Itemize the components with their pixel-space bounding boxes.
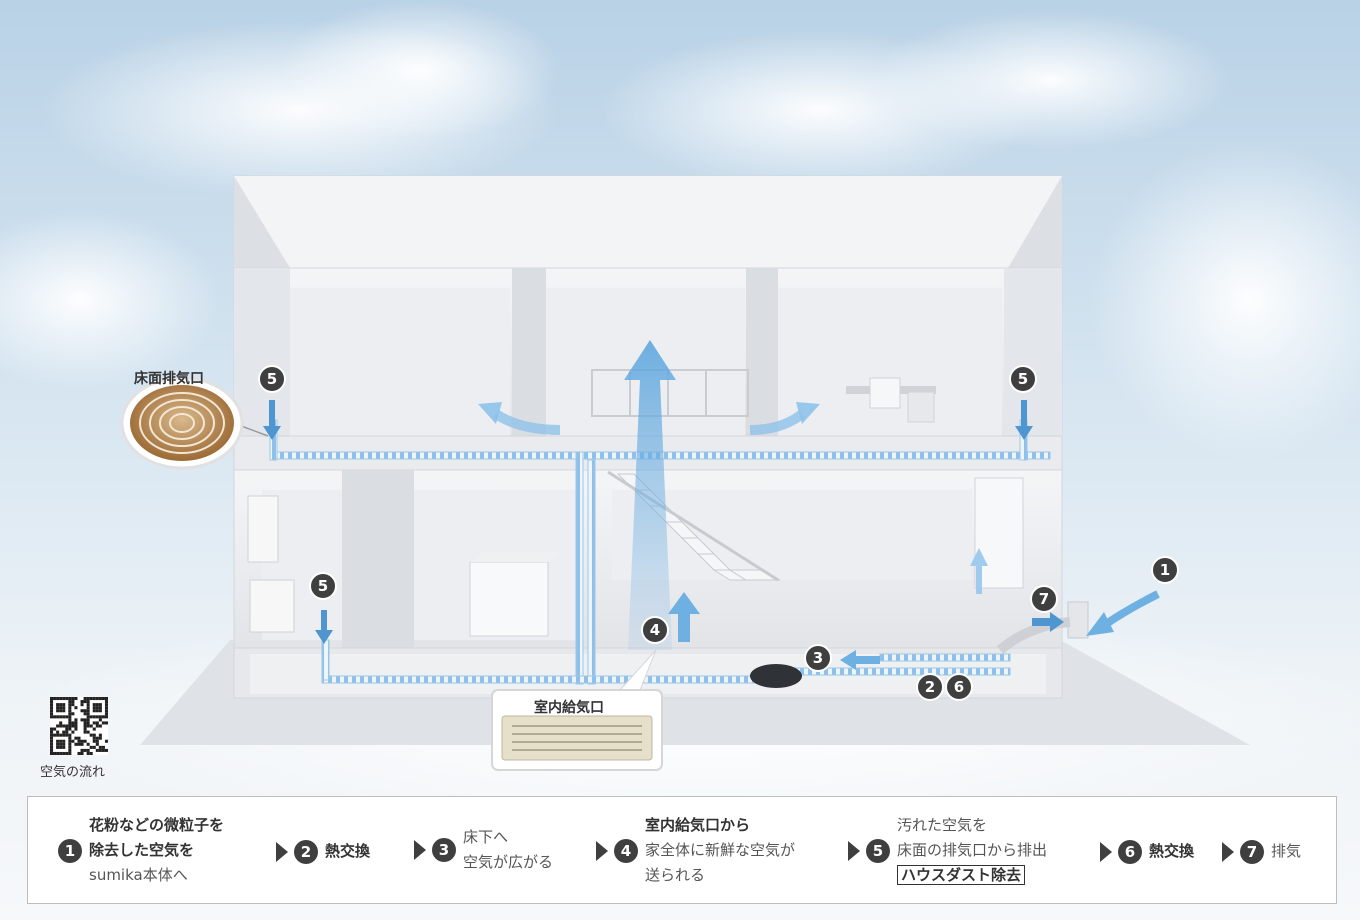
step-6: 6 熱交換 — [1100, 839, 1194, 864]
step-7-line-1: 排気 — [1271, 842, 1302, 860]
step-5-line-1: 汚れた空気を — [897, 816, 988, 834]
step-4-number: 4 — [614, 838, 638, 863]
step-1-line-3: sumika本体へ — [89, 866, 188, 884]
floor-exhaust-callout — [120, 376, 269, 470]
indoor-supply-callout — [491, 649, 663, 771]
play-arrow-icon — [596, 840, 608, 861]
indoor-supply-grille — [501, 715, 653, 761]
step-marker-5: 5 — [267, 370, 277, 388]
step-marker-6: 6 — [954, 678, 964, 696]
step-marker-2: 2 — [925, 678, 935, 696]
step-marker-3-circle — [804, 644, 832, 672]
step-2-number: 2 — [294, 839, 318, 864]
rising-air-beam — [624, 340, 676, 650]
step-3-number: 3 — [432, 838, 456, 862]
spread-left-arrow — [493, 409, 561, 435]
qr-code[interactable] — [50, 697, 108, 755]
step-3-line-1: 床下へ — [463, 828, 509, 846]
step-markers: 1 2 3 4 5 5 5 6 7 — [258, 365, 1179, 701]
exhaust-down-arrow-lower — [315, 610, 333, 644]
step-marker-5: 5 — [318, 577, 328, 595]
crawlspace-left-arrow — [840, 650, 880, 670]
step-marker-6-circle — [945, 673, 973, 701]
step-3-line-2: 空気が広がる — [463, 853, 554, 871]
step-3: 3 床下へ 空気が広がる — [414, 825, 553, 875]
exhaust-out-arrow — [1032, 612, 1064, 632]
play-arrow-icon — [276, 841, 288, 862]
step-marker-1-circle — [1151, 556, 1179, 584]
step-marker-5-circle — [1009, 365, 1037, 393]
step-4-line-2: 家全体に新鮮な空気が — [645, 841, 796, 859]
step-marker-4: 4 — [650, 621, 660, 639]
airflow-arrows — [263, 340, 1160, 670]
step-marker-7: 7 — [1039, 590, 1049, 608]
step-marker-2-circle — [916, 673, 944, 701]
exhaust-down-arrow-right — [1015, 400, 1033, 440]
floor-exhaust-label: 床面排気口 — [134, 371, 204, 387]
step-1-line-1: 花粉などの微粒子を — [89, 816, 225, 834]
step-5: 5 汚れた空気を 床面の排気口から排出 ハウスダスト除去 — [848, 813, 1047, 888]
step-7-number: 7 — [1240, 839, 1264, 864]
step-1: 1 花粉などの微粒子を 除去した空気を sumika本体へ — [58, 813, 224, 888]
spread-right-arrow — [749, 409, 806, 435]
step-marker-7-circle — [1030, 585, 1058, 613]
exhaust-down-arrow-left — [263, 400, 281, 440]
intake-arrow — [1103, 590, 1160, 628]
step-4: 4 室内給気口から 家全体に新鮮な空気が 送られる — [596, 813, 795, 888]
step-6-number: 6 — [1118, 839, 1142, 864]
step-marker-4-circle — [641, 616, 669, 644]
step-4-line-1: 室内給気口から — [645, 816, 751, 834]
step-6-line-1: 熱交換 — [1149, 842, 1195, 860]
supply-up-arrow — [668, 592, 700, 642]
step-7: 7 排気 — [1222, 839, 1301, 864]
play-arrow-icon — [1222, 841, 1234, 862]
qr-caption: 空気の流れ — [40, 765, 106, 780]
indoor-supply-label: 室内給気口 — [534, 700, 604, 716]
step-2: 2 熱交換 — [276, 839, 370, 864]
step-marker-3: 3 — [813, 649, 823, 667]
step-4-line-3: 送られる — [645, 866, 706, 884]
play-arrow-icon — [414, 840, 426, 860]
step-5-line-3: ハウスダスト除去 — [897, 865, 1026, 885]
step-5-number: 5 — [866, 838, 890, 863]
step-marker-1: 1 — [1160, 561, 1170, 579]
step-1-line-2: 除去した空気を — [89, 841, 195, 859]
play-arrow-icon — [848, 840, 860, 861]
play-arrow-icon — [1100, 841, 1112, 862]
step-2-line-1: 熱交換 — [325, 842, 371, 860]
step-marker-5-circle — [309, 572, 337, 600]
step-marker-5: 5 — [1018, 370, 1028, 388]
steps-panel: 1 花粉などの微粒子を 除去した空気を sumika本体へ 2 熱交換 3 床下… — [27, 796, 1337, 904]
step-1-number: 1 — [58, 838, 82, 863]
ventilation-unit — [750, 664, 802, 688]
floor-exhaust-grille — [130, 385, 234, 461]
step-5-line-2: 床面の排気口から排出 — [897, 841, 1048, 859]
step-marker-5-circle — [258, 365, 286, 393]
window-up-arrow — [970, 548, 988, 594]
